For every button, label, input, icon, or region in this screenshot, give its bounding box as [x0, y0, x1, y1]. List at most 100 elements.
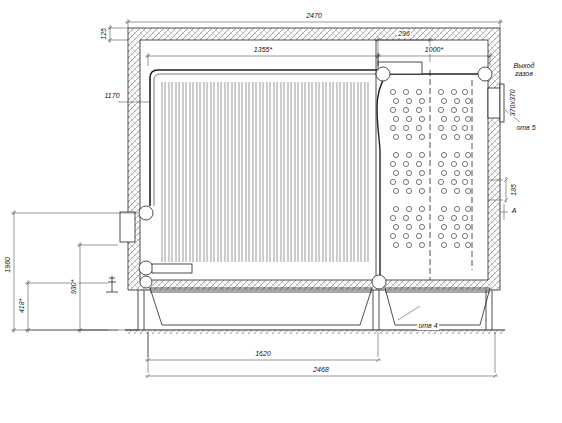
dimension-line [500, 212, 508, 213]
dimension-label: 296 [397, 30, 411, 38]
bundle-tube [406, 98, 411, 103]
bundle-tube [451, 233, 456, 238]
bundle-tube [416, 125, 421, 130]
dimension-label: Выход газов [510, 62, 538, 77]
dimension-line [376, 54, 380, 58]
bundle-tube [393, 206, 398, 211]
bundle-tube [465, 206, 470, 211]
bundle-tube [406, 224, 411, 229]
boiler-tube [190, 82, 191, 262]
dimension-line [146, 54, 150, 58]
bundle-tube [438, 215, 443, 220]
bundle-tube [419, 98, 424, 103]
boiler-tube [193, 82, 194, 262]
bundle-tube [393, 116, 398, 121]
bundle-tube [451, 215, 456, 220]
vertical-dimension: 370х370 [508, 89, 516, 118]
dimension-line [148, 53, 149, 66]
bundle-tube [438, 89, 443, 94]
bundle-tube [454, 242, 459, 247]
dimension-line [78, 243, 82, 247]
boiler-tube [169, 82, 170, 262]
bundle-tube [462, 215, 467, 220]
bundle-tube [403, 215, 408, 220]
dimension-line [488, 200, 503, 201]
bundle-tube [441, 116, 446, 121]
dimension-line [25, 283, 108, 284]
ash-pan [150, 288, 372, 325]
bundle-tube [454, 224, 459, 229]
bundle-tube [454, 98, 459, 103]
bundle-tube [451, 179, 456, 184]
boiler-tube [176, 82, 177, 262]
pan-rim [385, 292, 490, 293]
dimension-line [493, 374, 497, 378]
bundle-tube [416, 89, 421, 94]
bundle-tube [390, 161, 395, 166]
boiler-tube [277, 82, 278, 262]
dimension-line [80, 242, 81, 333]
dimension-line [26, 281, 30, 285]
bundle-tube [393, 170, 398, 175]
bundle-tube [465, 242, 470, 247]
bundle-tube [393, 134, 398, 139]
boiler-tube [246, 82, 247, 262]
dimension-line [145, 376, 498, 377]
dimension-line [504, 198, 508, 202]
ash-pan [385, 288, 490, 325]
vertical-dimension: 185 [510, 183, 518, 197]
boiler-tube [337, 82, 338, 262]
bundle-tube [406, 116, 411, 121]
bundle-tube [451, 107, 456, 112]
bundle-tube [390, 233, 395, 238]
bundle-tube [390, 107, 395, 112]
bundle-tube [438, 125, 443, 130]
bundle-tube [454, 134, 459, 139]
dimension-line [128, 19, 129, 28]
dimension-line [376, 38, 380, 42]
boiler-tube [200, 82, 201, 262]
dimension-line [506, 177, 507, 203]
bundle-tube [403, 161, 408, 166]
drum [376, 67, 390, 81]
boiler-tube [312, 82, 313, 262]
bundle-tube [416, 107, 421, 112]
dimension-label: отв 4 [417, 322, 438, 330]
vertical-dimension: 930* [70, 279, 78, 295]
bundle-tube [419, 134, 424, 139]
dimension-line [12, 211, 16, 215]
gas-outlet [488, 88, 500, 118]
boiler-tube [256, 82, 257, 262]
boiler-tube [316, 82, 317, 262]
bundle-tube [393, 242, 398, 247]
bundle-tube [406, 242, 411, 247]
boiler-tube [232, 82, 233, 262]
gas-outlet-flange [500, 84, 504, 122]
boiler-tube [242, 82, 243, 262]
bundle-tube [403, 179, 408, 184]
dimension-line [378, 53, 379, 66]
drum [139, 261, 153, 275]
header-pipe [430, 70, 431, 280]
boiler-tube [179, 82, 180, 262]
boiler-tube [221, 82, 222, 262]
bundle-tube [419, 206, 424, 211]
pan-rim [150, 292, 372, 293]
drum [140, 276, 152, 288]
dimension-line [488, 54, 492, 58]
boiler-tube [302, 82, 303, 262]
header-pipe [472, 80, 473, 270]
boiler-tube [344, 82, 345, 262]
dimension-line [488, 180, 503, 181]
boiler-tube [249, 82, 250, 262]
drum [478, 67, 492, 81]
bundle-tube [438, 179, 443, 184]
boiler-tube [319, 82, 320, 262]
boiler-tube [253, 82, 254, 262]
boiler-tube [295, 82, 296, 262]
top-pipe-inner [154, 74, 383, 206]
bundle-tube [441, 206, 446, 211]
foundation-hatch [125, 330, 505, 334]
insulation-casing [128, 28, 500, 290]
vertical-dimension: 1960 [4, 256, 12, 274]
